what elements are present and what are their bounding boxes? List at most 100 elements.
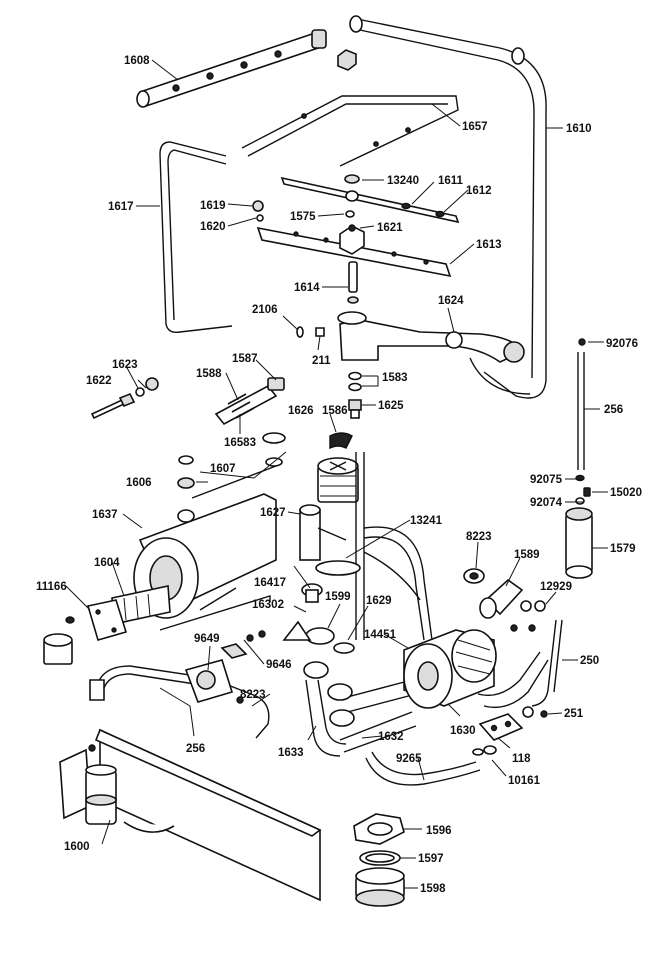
clamp-10161 xyxy=(472,745,497,756)
clamp-8223-top xyxy=(463,568,485,584)
small-parts-92075-92074-15020 xyxy=(575,474,591,505)
part-label: 1632 xyxy=(378,731,404,743)
gasket-1597 xyxy=(359,850,401,866)
part-label: 1586 xyxy=(322,405,348,417)
spindle-1614 xyxy=(347,261,359,304)
filter-basket-1626 xyxy=(317,457,359,503)
part-label: 11166 xyxy=(36,581,67,593)
part-label: 256 xyxy=(604,404,623,416)
hose-9265 xyxy=(365,751,481,786)
part-label: 1625 xyxy=(378,400,404,412)
part-label: 13241 xyxy=(410,515,443,527)
lower-spray-arm-1613 xyxy=(256,224,452,278)
part-label: 1620 xyxy=(200,221,226,233)
part-label: 16417 xyxy=(254,577,286,589)
hose-250 xyxy=(477,619,563,709)
nozzles-1611-1612 xyxy=(401,202,445,218)
part-label: 1627 xyxy=(260,507,286,519)
part-label: 1657 xyxy=(462,121,488,133)
part-label: 1619 xyxy=(200,200,226,212)
part-label: 8223 xyxy=(240,689,266,701)
frame-rail-1657 xyxy=(241,95,459,167)
part-label: 1608 xyxy=(124,55,150,67)
part-label: 14451 xyxy=(364,629,397,641)
part-label: 15020 xyxy=(610,487,642,499)
parts-12929 xyxy=(510,600,546,632)
part-label: 1611 xyxy=(438,175,464,187)
part-label: 92075 xyxy=(530,474,563,486)
part-label: 2106 xyxy=(252,304,278,316)
disc-16417 xyxy=(301,560,361,603)
part-label: 1630 xyxy=(450,725,476,737)
valve-9649 xyxy=(184,630,266,704)
part-label: 1589 xyxy=(514,549,540,561)
part-label: 1588 xyxy=(196,368,222,380)
part-label: 1597 xyxy=(418,853,444,865)
upper-spray-arm-13240 xyxy=(280,174,460,224)
part-label: 1623 xyxy=(112,359,138,371)
part-label: 1579 xyxy=(610,543,636,555)
leader-lines xyxy=(65,59,608,889)
part-label: 9649 xyxy=(194,633,220,645)
part-label: 9646 xyxy=(266,659,292,671)
bracket-1600 xyxy=(59,748,175,833)
part-label: 1622 xyxy=(86,375,112,387)
part-label: 1613 xyxy=(476,239,502,251)
pump-14451 xyxy=(403,629,497,709)
drain-pipe-1617 xyxy=(159,141,233,334)
cap-1607 xyxy=(262,432,286,467)
part-label: 1596 xyxy=(426,825,452,837)
part-label: 1614 xyxy=(294,282,320,294)
part-label: 1607 xyxy=(210,463,236,475)
nut-1596 xyxy=(353,813,405,845)
small-parts-1619-1620-1575 xyxy=(252,200,355,222)
part-labels: 1608 1657 1610 1617 13240 1611 1612 1619… xyxy=(36,55,642,895)
part-label: 16302 xyxy=(252,599,284,611)
part-label: 1637 xyxy=(92,509,118,521)
part-label: 1621 xyxy=(377,222,403,234)
standpipe-13241 xyxy=(355,452,365,640)
long-hose-13241 xyxy=(363,526,433,641)
hose-1632 xyxy=(303,661,417,753)
part-label: 92074 xyxy=(530,497,563,509)
part-label: 1583 xyxy=(382,372,408,384)
part-label: 1598 xyxy=(420,883,446,895)
part-label: 250 xyxy=(580,655,599,667)
part-label: 16583 xyxy=(224,437,256,449)
part-label: 1617 xyxy=(108,201,134,213)
part-label: 256 xyxy=(186,743,205,755)
return-pipe-1610 xyxy=(349,15,547,399)
part-label: 13240 xyxy=(387,175,419,187)
part-label: 1612 xyxy=(466,185,492,197)
part-label: 8223 xyxy=(466,531,492,543)
float-1586 xyxy=(329,432,353,450)
fittings-2106-211 xyxy=(296,326,325,338)
part-label: 211 xyxy=(312,355,331,367)
parts-251 xyxy=(522,706,548,718)
probe-1622 xyxy=(90,377,159,420)
sensor-left xyxy=(88,679,105,752)
part-label: 10161 xyxy=(508,775,541,787)
part-label: 1610 xyxy=(566,123,592,135)
fitting-near-1608 xyxy=(337,49,357,71)
part-label: 1624 xyxy=(438,295,464,307)
part-label: 1629 xyxy=(366,595,392,607)
spray-manifold-1608 xyxy=(136,29,327,108)
fitting-1598 xyxy=(355,867,405,907)
valve-body-118 xyxy=(478,713,524,741)
part-label: 1575 xyxy=(290,211,316,223)
pump-housing-1624 xyxy=(337,311,531,395)
part-label: 1599 xyxy=(325,591,351,603)
rod-256-and-92076 xyxy=(577,338,586,470)
part-label: 9265 xyxy=(396,753,422,765)
overflow-tube-1627 xyxy=(299,504,347,561)
part-label: 1633 xyxy=(278,747,304,759)
elbow-1589 xyxy=(479,578,524,619)
part-label: 1604 xyxy=(94,557,120,569)
part-label: 12929 xyxy=(540,581,572,593)
hose-1633 xyxy=(305,679,347,757)
part-label: 118 xyxy=(512,753,531,765)
part-label: 1626 xyxy=(288,405,314,417)
